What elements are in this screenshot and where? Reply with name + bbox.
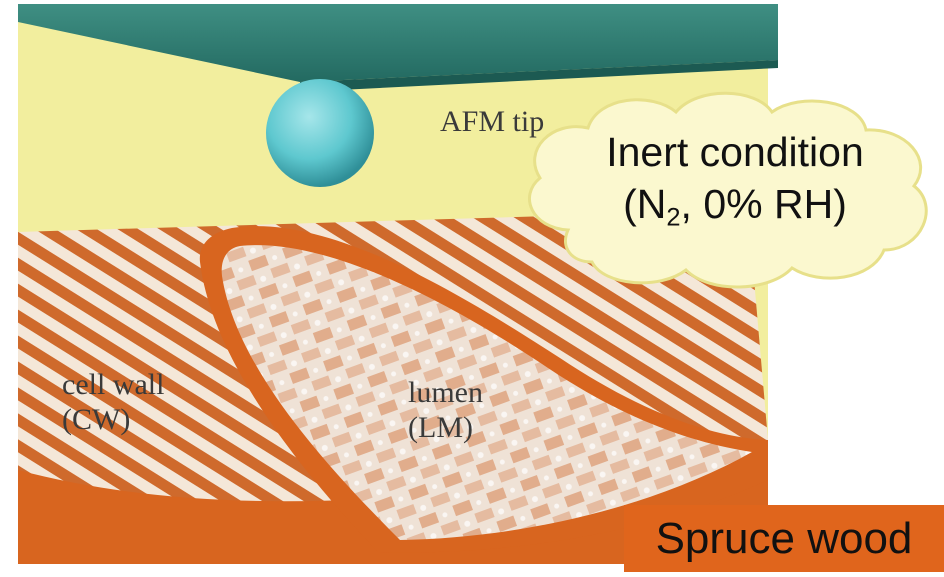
- lumen-label-line2: (LM): [408, 410, 473, 444]
- afm-cantilever: [18, 4, 778, 82]
- cell-wall-label-line1: cell wall: [62, 368, 165, 401]
- afm-tip-sphere: [266, 79, 374, 187]
- badge-text: Spruce wood: [655, 513, 913, 563]
- cell-wall-label-line2: (CW): [62, 402, 131, 436]
- callout-line2: (N2, 0% RH): [530, 178, 940, 230]
- callout-subscript: 2: [666, 204, 681, 233]
- lumen-label: lumen (LM): [408, 376, 483, 445]
- spruce-wood-badge: Spruce wood: [624, 505, 944, 572]
- callout-cloud: [528, 91, 928, 289]
- cantilever-edge: [300, 60, 778, 92]
- lumen-surface: [221, 245, 752, 540]
- callout-line1: Inert condition: [606, 129, 864, 175]
- callout-line2-prefix: (N: [623, 181, 667, 228]
- callout-text: Inert condition (N2, 0% RH): [530, 126, 940, 231]
- lumen-label-line1: lumen: [408, 376, 483, 409]
- afm-tip-label: AFM tip: [440, 105, 545, 138]
- cell-wall-label: cell wall (CW): [62, 368, 164, 437]
- callout-line2-suffix: , 0% RH): [680, 181, 847, 228]
